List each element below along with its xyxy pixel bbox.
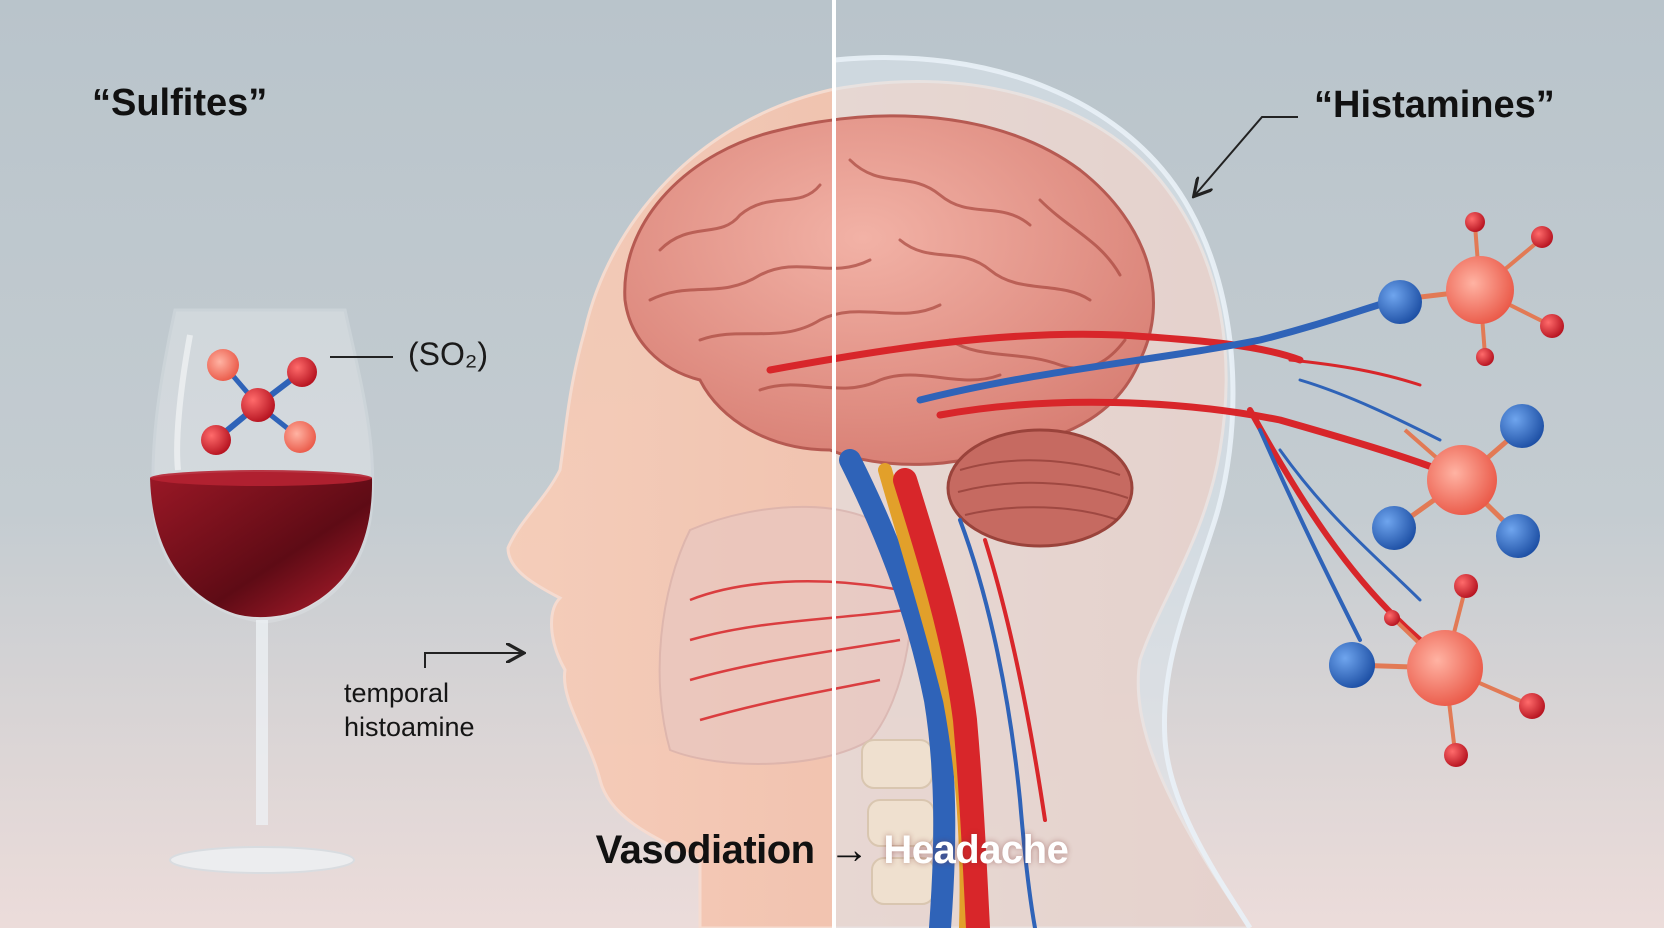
temporal-arrow-icon xyxy=(424,653,522,668)
histamines-arrow-icon xyxy=(1195,116,1298,195)
jaw-gland xyxy=(658,505,913,765)
head-outline-right xyxy=(834,55,1253,928)
histamine-molecule-1 xyxy=(1378,212,1564,366)
neck-vessels xyxy=(839,449,1047,928)
sulfites-title: “Sulfites” xyxy=(92,82,268,124)
histamines-title: “Histamines” xyxy=(1314,84,1555,126)
so2-label: (SO₂) xyxy=(408,336,488,372)
histamine-molecule-3 xyxy=(1329,574,1545,767)
jaw-vessels xyxy=(689,580,906,722)
caption-headache: Headache xyxy=(883,828,1069,872)
wine-liquid xyxy=(150,472,373,618)
so2-molecule-icon xyxy=(201,349,317,455)
histamine-molecule-2 xyxy=(1372,404,1544,558)
caption-vasodiation: Vasodiation xyxy=(595,828,816,872)
temporal-histoamine-label: temporal histoamine xyxy=(344,678,475,742)
caption: Vasodiation → Headache xyxy=(0,828,1664,873)
wine-glass-icon xyxy=(150,308,375,874)
vertebrae xyxy=(861,739,935,905)
caption-arrow-icon: → xyxy=(829,828,869,872)
